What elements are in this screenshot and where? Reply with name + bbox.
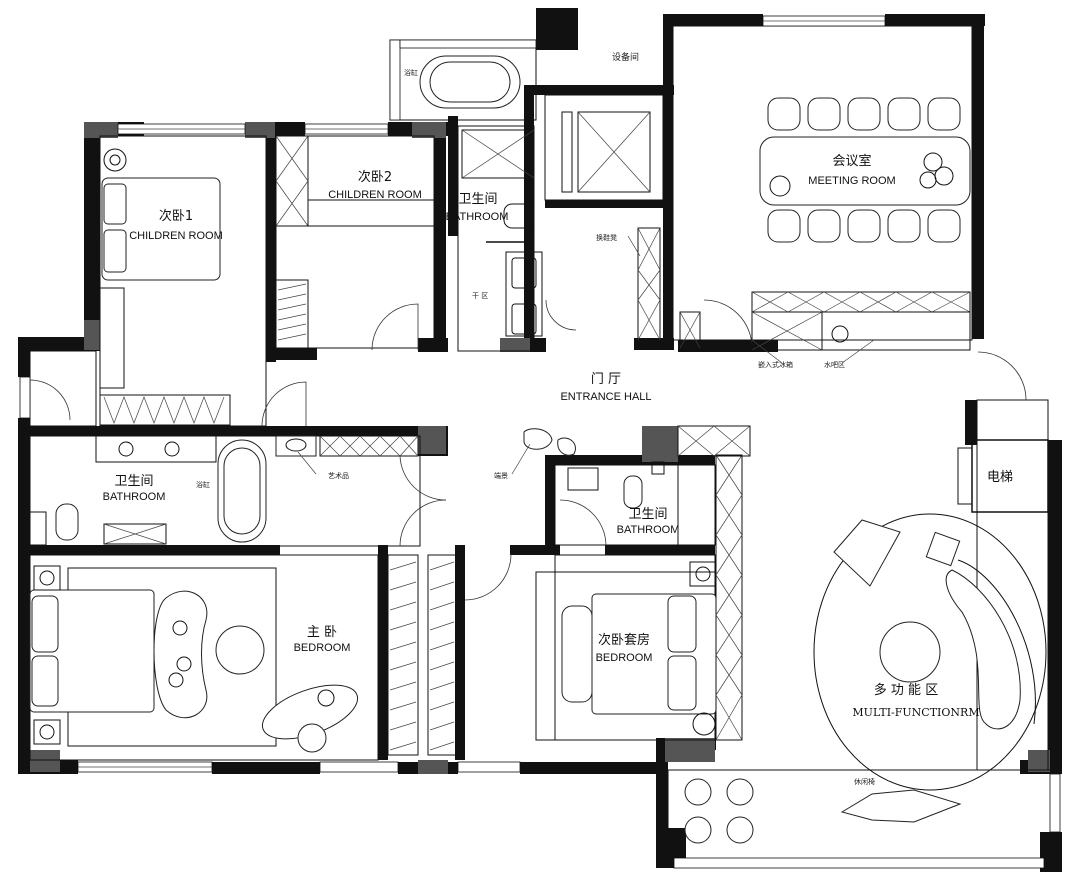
master-bedroom-en: BEDROOM bbox=[294, 642, 351, 654]
meeting-room-en: MEETING ROOM bbox=[808, 175, 895, 187]
bathroom-top-cn: 卫生间 bbox=[458, 192, 497, 207]
columns bbox=[30, 122, 1050, 774]
top-elevator-shaft bbox=[561, 111, 661, 341]
note-bathtub-left: 浴缸 bbox=[196, 480, 210, 489]
multi-function-en: MULTI-FUNCTIONRM bbox=[852, 706, 979, 719]
windows bbox=[19, 15, 1061, 869]
note-scenery: 端景 bbox=[494, 471, 508, 480]
bathroom-left-en: BATHROOM bbox=[103, 491, 166, 503]
doors bbox=[29, 299, 1027, 601]
elevator-label: 电梯 bbox=[987, 470, 1013, 485]
meeting-chairs-bottom bbox=[767, 209, 961, 243]
left-bathroom-furniture bbox=[29, 435, 419, 546]
note-lounge: 休闲椅 bbox=[854, 777, 875, 786]
balcony-stools bbox=[684, 778, 754, 844]
children-room-2-cn: 次卧2 bbox=[358, 169, 392, 185]
bathroom-suite-en: BATHROOM bbox=[617, 524, 680, 536]
note-dry: 干 区 bbox=[472, 292, 488, 300]
meeting-room-cn: 会议室 bbox=[832, 153, 871, 169]
note-equipment: 设备间 bbox=[612, 51, 639, 63]
master-bedroom-furniture bbox=[29, 565, 359, 753]
children-room-2-en: CHILDREN ROOM bbox=[328, 189, 422, 201]
bathroom-top-en: BATHROOM bbox=[446, 211, 509, 223]
children-room-2-furniture bbox=[275, 135, 435, 351]
entrance-hall-en: ENTRANCE HALL bbox=[560, 391, 651, 403]
annotation-notes: 设备间 浴缸 换鞋凳 干 区 嵌入式冰箱 水吧区 浴缸 艺术品 端景 休闲椅 bbox=[196, 51, 875, 786]
meeting-chairs-top bbox=[767, 97, 961, 131]
children-room-1-en: CHILDREN ROOM bbox=[129, 230, 223, 242]
children-room-1-cn: 次卧1 bbox=[159, 208, 193, 224]
bathroom-left-cn: 卫生间 bbox=[114, 474, 153, 489]
suite-bedroom-furniture bbox=[535, 425, 751, 741]
note-shoe: 换鞋凳 bbox=[596, 233, 617, 242]
bathroom-suite-cn: 卫生间 bbox=[628, 507, 667, 522]
note-fridge: 嵌入式冰箱 bbox=[758, 360, 793, 369]
walls bbox=[18, 8, 1062, 872]
note-bar: 水吧区 bbox=[824, 360, 845, 369]
suite-bedroom-cn: 次卧套房 bbox=[598, 632, 650, 648]
elevator-shaft bbox=[957, 439, 1057, 513]
multi-function-furniture bbox=[813, 513, 1047, 823]
suite-bathroom-furniture bbox=[523, 428, 716, 546]
multi-function-cn: 多 功 能 区 bbox=[874, 682, 938, 698]
suite-bedroom-en: BEDROOM bbox=[596, 652, 653, 664]
entrance-hall-cn: 门 厅 bbox=[591, 372, 621, 387]
room-labels: 次卧1 CHILDREN ROOM 次卧2 CHILDREN ROOM 卫生间 … bbox=[103, 153, 1013, 719]
center-wardrobes bbox=[387, 554, 457, 756]
top-bathroom-furniture bbox=[419, 55, 543, 337]
master-bedroom-cn: 主 卧 bbox=[307, 625, 337, 640]
note-bathtub-top: 浴缸 bbox=[404, 68, 418, 77]
children-room-1-furniture bbox=[99, 148, 231, 426]
note-art: 艺术品 bbox=[328, 471, 349, 480]
meeting-room-furniture bbox=[679, 97, 971, 351]
